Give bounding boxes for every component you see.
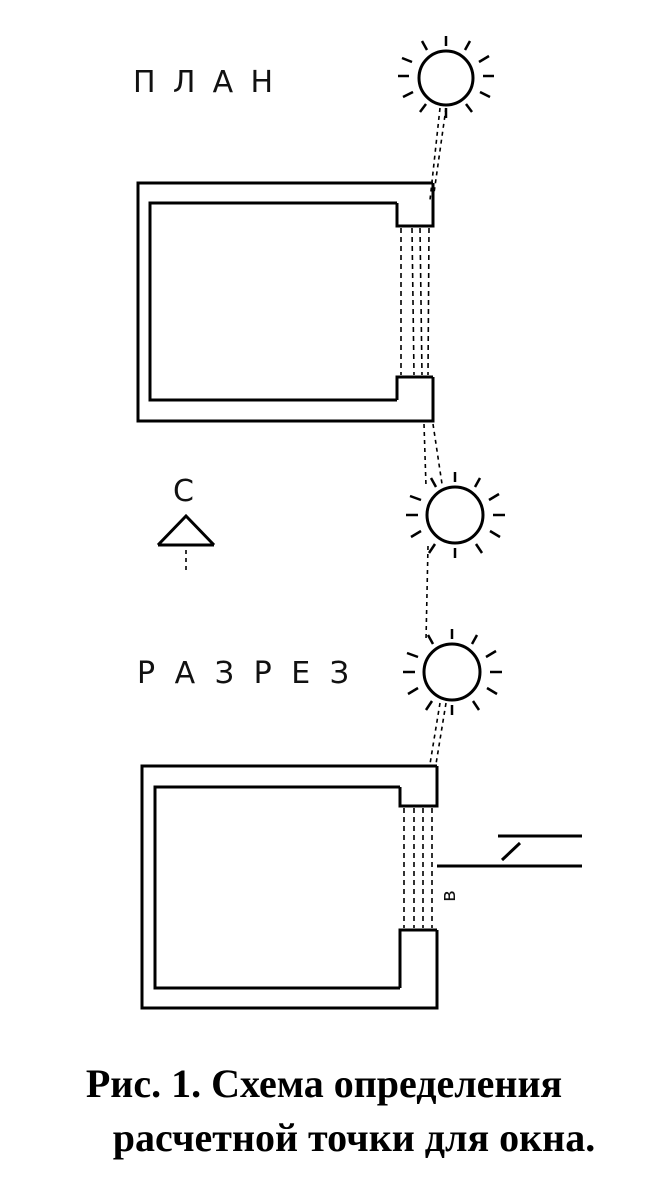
plan-window xyxy=(400,227,430,376)
sun-ray-dashed-line xyxy=(425,545,429,641)
sun-ray-dashed-line xyxy=(429,702,447,765)
sun-icon xyxy=(406,472,505,558)
sun-ray-dashed-line xyxy=(423,423,443,487)
section-label: РАЗРЕЗ xyxy=(137,656,349,691)
sun-icon xyxy=(403,629,502,715)
calculation-point-leader xyxy=(437,834,582,868)
section-window xyxy=(403,808,433,928)
figure-caption-line-1: Рис. 1. Схема определения xyxy=(85,1061,563,1106)
plan-room xyxy=(136,181,435,423)
north-arrow-icon xyxy=(156,513,216,574)
plan-label: ПЛАН xyxy=(133,65,273,100)
section-room xyxy=(140,764,439,1010)
sun-icon xyxy=(398,36,494,118)
calculation-point-label: в xyxy=(436,890,460,902)
north-label: С xyxy=(173,474,194,509)
figure-caption-line-2: расчетной точки для окна. xyxy=(112,1115,596,1160)
